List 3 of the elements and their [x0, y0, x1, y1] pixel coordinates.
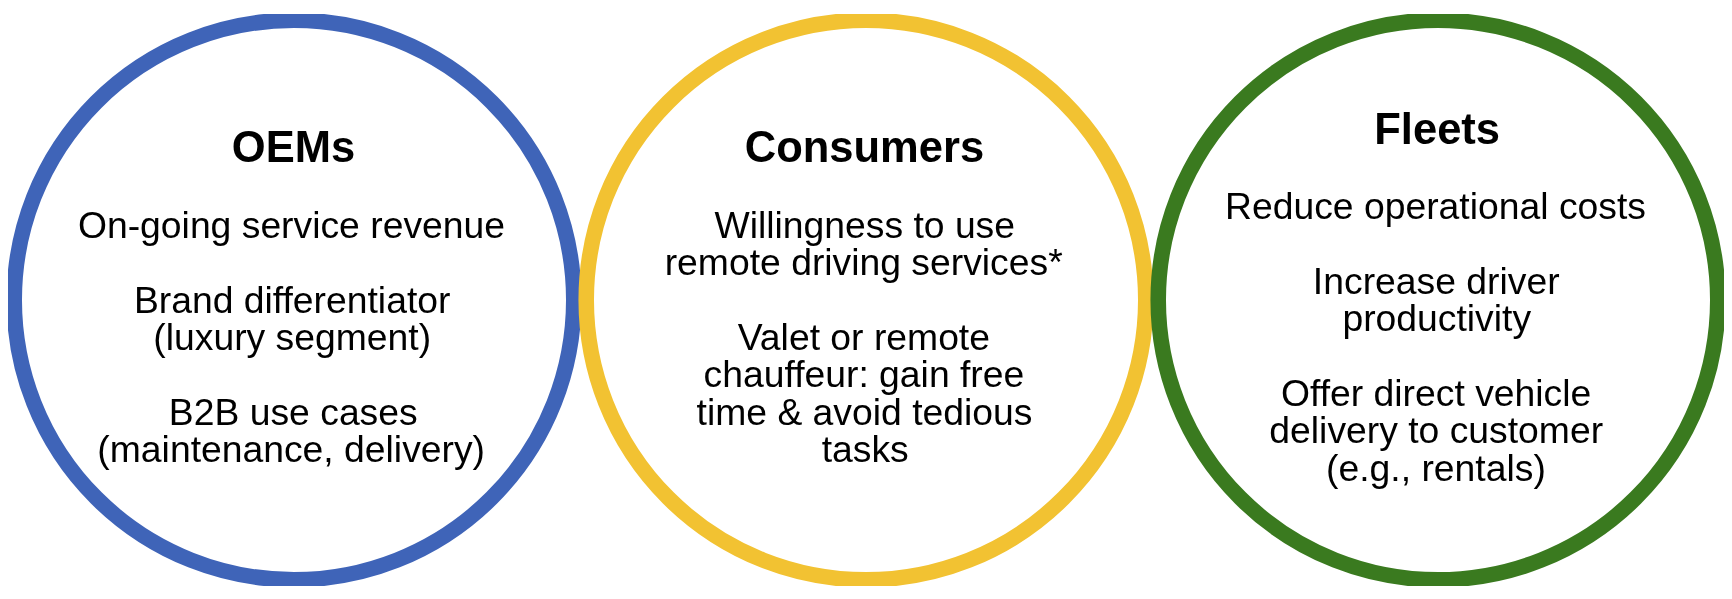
node-circle: Consumers Willingness to use remote driving services* Valet or remote chauffeur: gain free time & avoid tedious tasks [578, 13, 1154, 586]
node-circle: OEMs On-going service revenue Brand differentiator (luxury segment) B2B use cases (maintenance, delivery) [8, 13, 582, 586]
node-circle: Fleets Reduce operational costs Increase driver productivity Offer direct vehicle delivery to customer (e.g., rentals) [1150, 13, 1724, 586]
